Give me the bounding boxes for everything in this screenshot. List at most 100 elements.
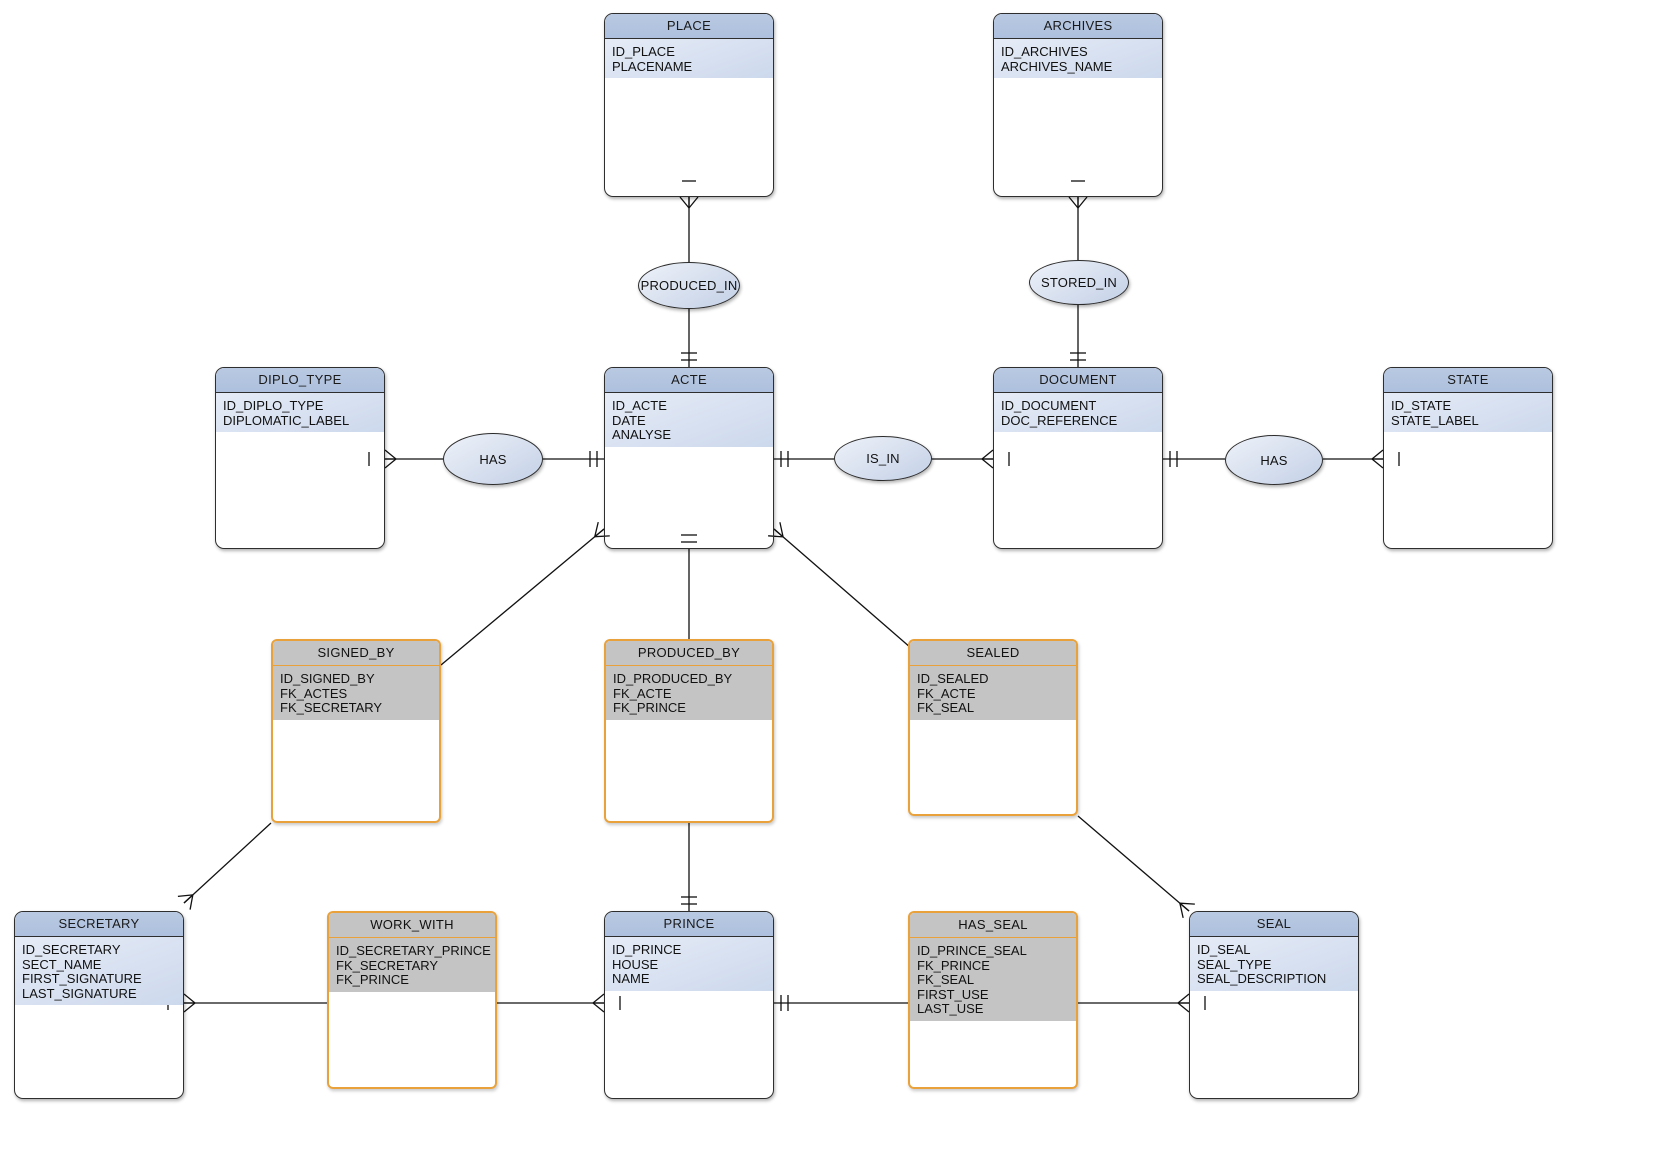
attribute: FK_PRINCE (613, 700, 686, 715)
entity-title-produced_by: PRODUCED_BY (606, 641, 772, 666)
connector-line (768, 535, 784, 538)
connector-line (594, 521, 599, 537)
attribute: ID_STATE (1391, 398, 1452, 413)
connector-line (384, 449, 397, 460)
attribute: ID_SEAL (1197, 942, 1251, 957)
connector-line (1177, 993, 1190, 1004)
attribute: FK_SEAL (917, 700, 975, 715)
attribute: FK_ACTE (613, 685, 672, 701)
relationship-label: IS_IN (866, 451, 900, 466)
relationship-stored_in[interactable]: STORED_IN (1029, 260, 1129, 305)
relationship-label: HAS (1260, 452, 1288, 468)
attribute: NAME (612, 971, 650, 986)
connector-line (594, 528, 605, 538)
connector-line (981, 458, 994, 469)
relationship-has_type[interactable]: HAS (443, 433, 543, 485)
attribute: DIPLOMATIC_LABEL (223, 412, 350, 428)
entity-title-work_with: WORK_WITH (329, 913, 495, 938)
entity-title-prince: PRINCE (605, 912, 773, 937)
connector-line (679, 196, 690, 209)
relationship-has_state[interactable]: HAS (1225, 435, 1323, 485)
relationship-produced_in[interactable]: PRODUCED_IN (638, 262, 740, 309)
relationship-label: HAS (479, 451, 507, 467)
connector-line (592, 993, 605, 1004)
attribute: FK_PRINCE (336, 972, 409, 987)
attribute: SEAL_TYPE (1197, 956, 1272, 972)
connector-line (779, 522, 784, 538)
attribute: ID_SEALED (917, 671, 989, 686)
attribute: FK_SECRETARY (336, 957, 439, 973)
connector-line (773, 528, 784, 538)
attribute: ID_PLACE (612, 44, 675, 59)
attribute: LAST_SIGNATURE (22, 985, 137, 1001)
entity-title-place: PLACE (605, 14, 773, 39)
connector-line (1177, 1002, 1190, 1013)
attribute: FK_PRINCE (917, 957, 990, 973)
attribute: ARCHIVES_NAME (1001, 58, 1113, 74)
attribute: ID_SECRETARY (22, 942, 121, 957)
connector-line (183, 1002, 196, 1013)
attribute: ANALYSE (612, 427, 672, 442)
attribute: DOC_REFERENCE (1001, 412, 1118, 428)
connector-line (1371, 458, 1384, 469)
connector-line (688, 196, 699, 209)
attribute: SEAL_DESCRIPTION (1197, 971, 1327, 986)
attribute: FIRST_USE (917, 986, 989, 1002)
attribute: STATE_LABEL (1391, 412, 1479, 428)
connector-line (183, 993, 196, 1004)
entity-title-diplo_type: DIPLO_TYPE (216, 368, 384, 393)
relationship-label: STORED_IN (1041, 275, 1117, 290)
connector-line (1179, 902, 1195, 905)
attribute: ID_SECRETARY_PRINCE (336, 943, 491, 958)
connector-line (183, 822, 272, 904)
entity-title-document: DOCUMENT (994, 368, 1162, 393)
attribute: FK_SECRETARY (280, 700, 383, 715)
attribute: HOUSE (612, 956, 659, 972)
attribute: FIRST_SIGNATURE (22, 971, 142, 986)
relationship-is_in[interactable]: IS_IN (834, 436, 932, 481)
attribute: ID_ARCHIVES (1001, 44, 1088, 59)
attribute: ID_PRINCE_SEAL (917, 943, 1027, 958)
attribute: ID_DIPLO_TYPE (223, 398, 324, 413)
connector-line (1371, 449, 1384, 460)
relationship-label: PRODUCED_IN (640, 278, 738, 293)
entity-title-secretary: SECRETARY (15, 912, 183, 937)
attribute: FK_SEAL (917, 972, 975, 987)
attribute: FK_ACTES (280, 685, 348, 701)
attribute: FK_ACTE (917, 685, 976, 701)
connector-line (177, 894, 193, 898)
entity-title-archives: ARCHIVES (994, 14, 1162, 39)
entity-title-acte: ACTE (605, 368, 773, 393)
attribute: SECT_NAME (22, 956, 102, 972)
connector-line (189, 894, 194, 910)
attribute: PLACENAME (612, 58, 693, 74)
entity-title-seal: SEAL (1190, 912, 1358, 937)
connector-line (592, 1002, 605, 1013)
